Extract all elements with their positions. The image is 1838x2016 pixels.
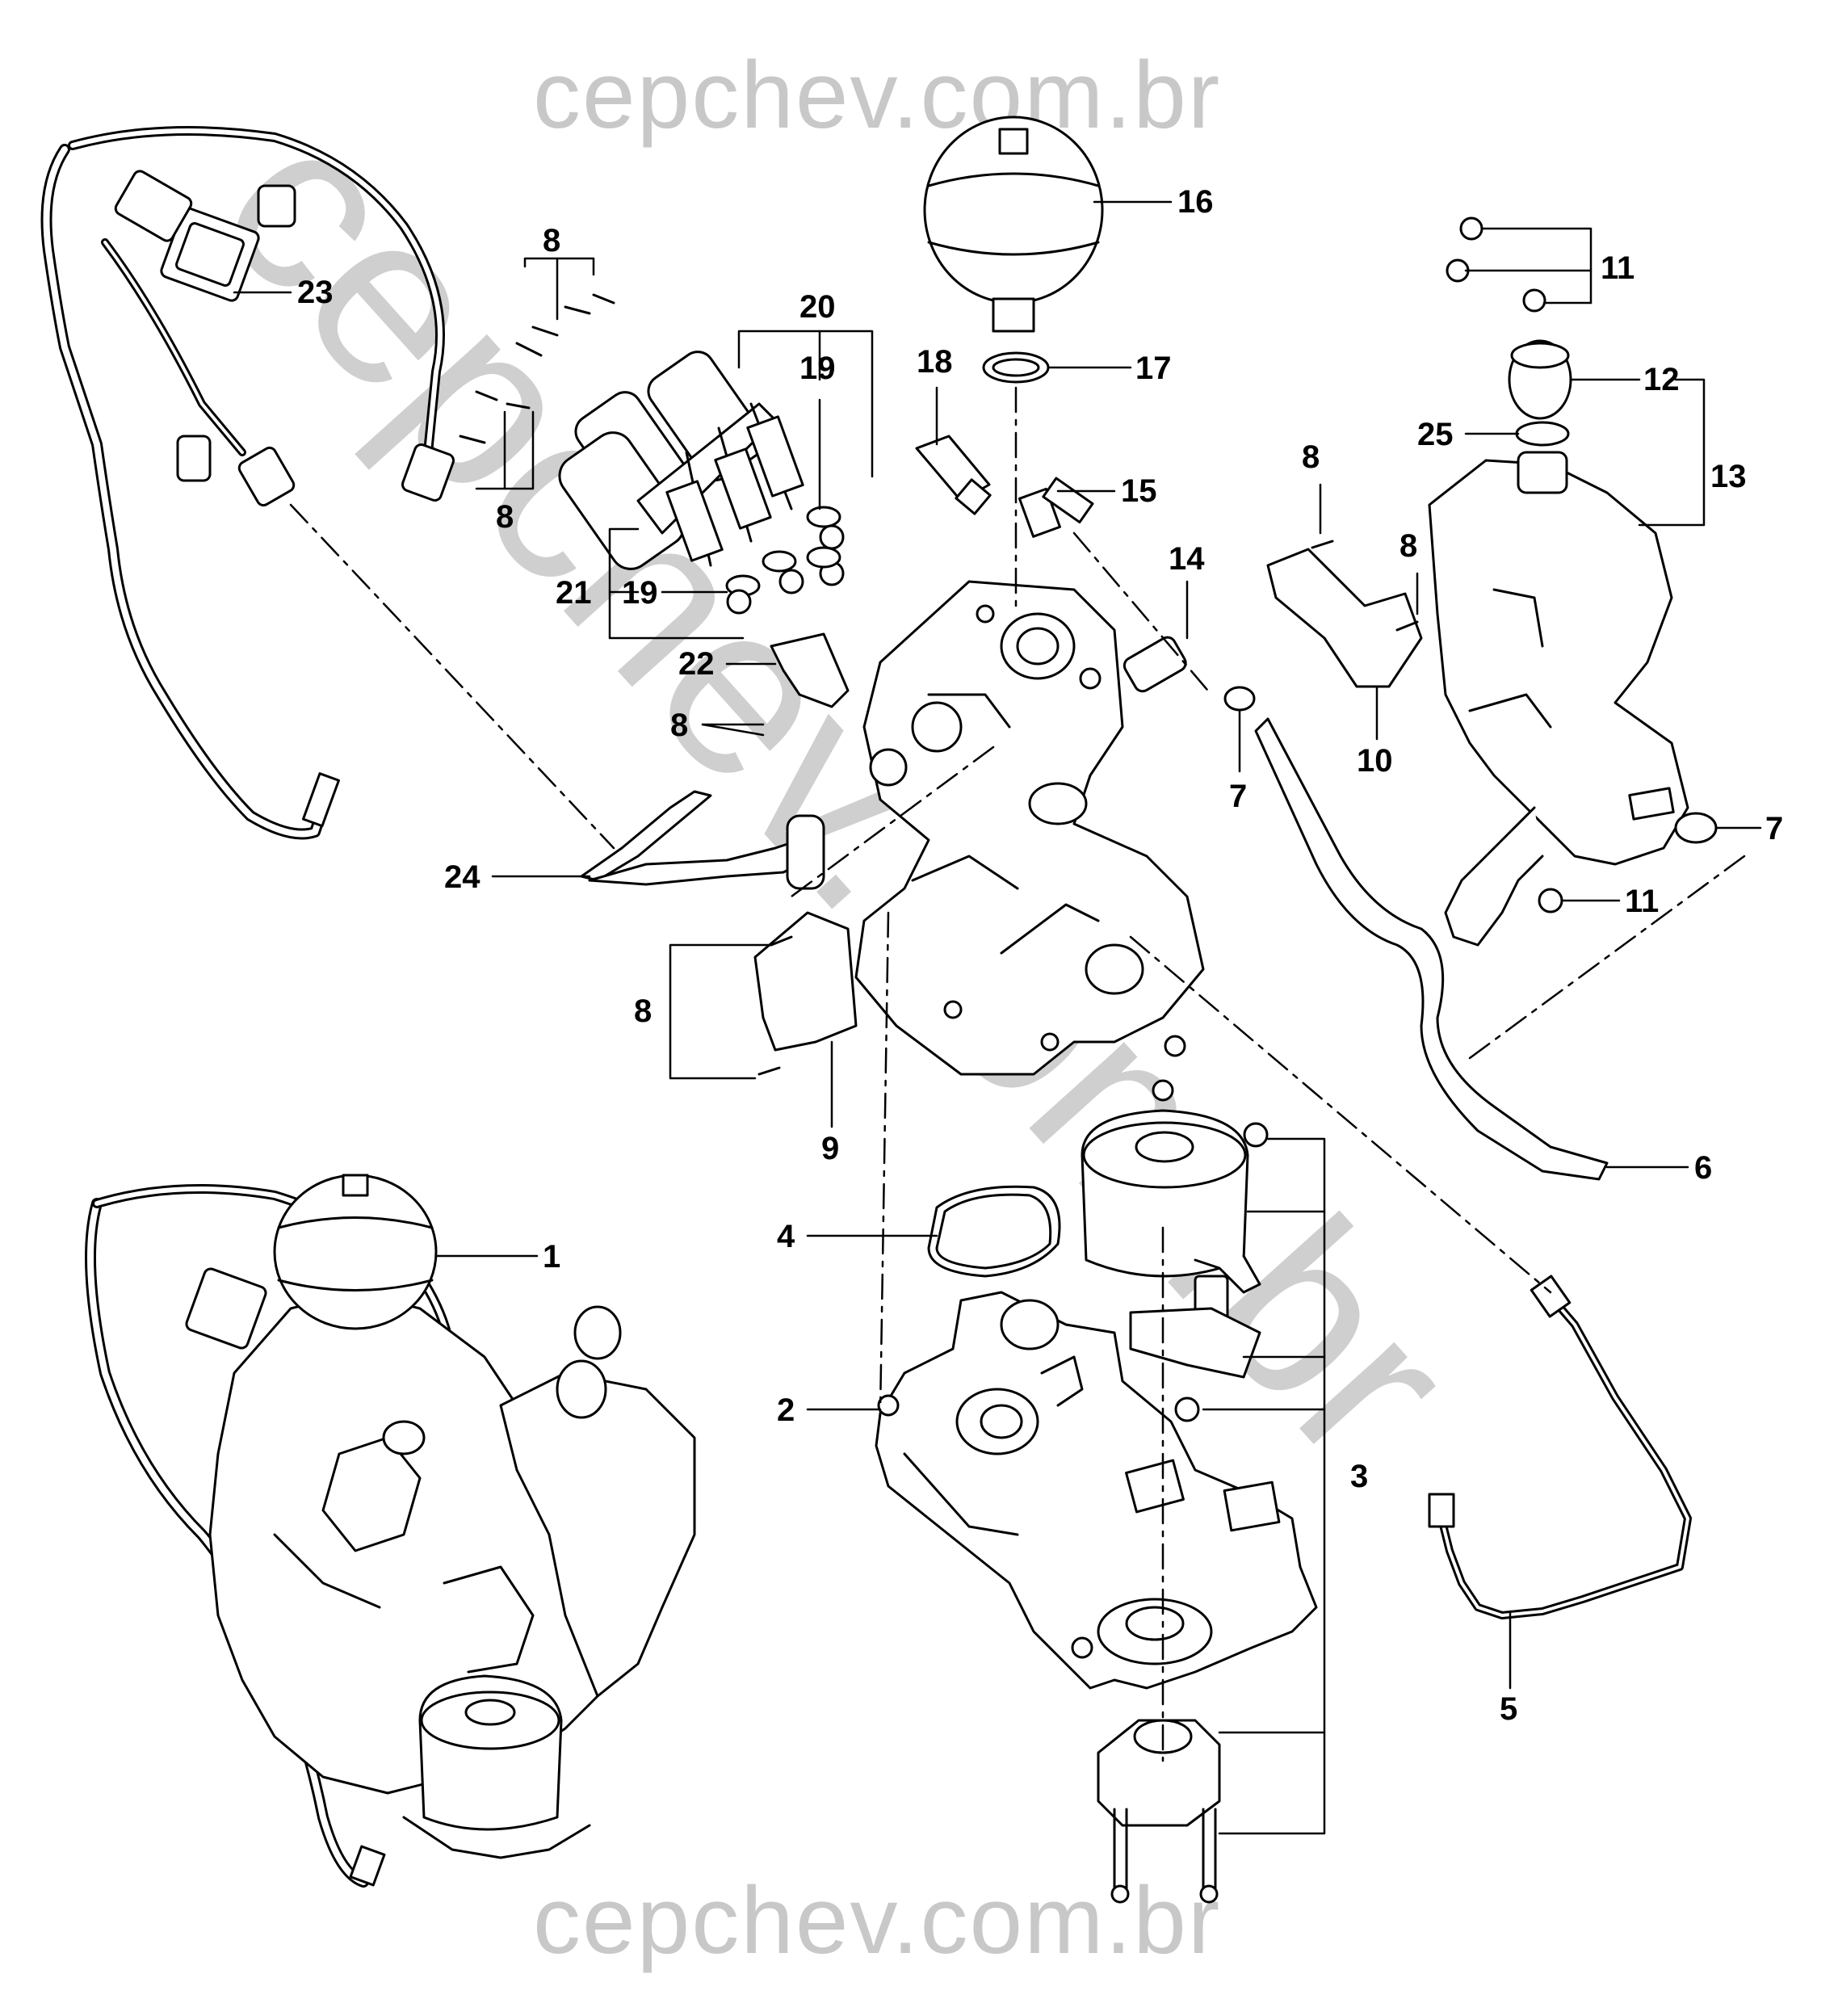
callout-12: 12	[1643, 362, 1680, 397]
hose-part-6	[1254, 717, 1609, 1181]
clip-part-7-upper	[1223, 686, 1256, 712]
callout-8-lower: 8	[634, 993, 653, 1029]
callout-18: 18	[917, 344, 953, 380]
callout-7-upper: 7	[1229, 779, 1248, 814]
callout-15: 15	[1121, 473, 1157, 509]
hydraulic-unit-body	[854, 580, 1205, 1076]
callout-16: 16	[1177, 184, 1214, 220]
watermark-top: cepchev.com.br	[533, 42, 1222, 149]
callout-8-middle: 8	[670, 708, 689, 743]
bracket-part-9	[753, 911, 858, 1052]
callout-17: 17	[1135, 351, 1172, 386]
callout-19-upper: 19	[799, 351, 836, 386]
callout-11-lower: 11	[1625, 884, 1660, 919]
wiring-harness-part-23	[40, 126, 455, 840]
callout-5: 5	[1500, 1691, 1518, 1727]
solenoid-valve-block	[558, 351, 804, 570]
bracket-part-10	[1266, 548, 1423, 688]
callout-7-right: 7	[1765, 811, 1784, 846]
callout-19-lower: 19	[622, 575, 658, 611]
callout-6: 6	[1694, 1150, 1713, 1186]
callout-9: 9	[821, 1131, 840, 1166]
watermark-bottom: cepchev.com.br	[533, 1867, 1222, 1974]
seal-part-25	[1515, 421, 1570, 447]
leader-lines	[233, 200, 1762, 1835]
callout-8-right: 8	[1399, 528, 1418, 564]
callout-2: 2	[777, 1392, 795, 1428]
fluid-reservoir-part-13	[1428, 451, 1689, 947]
callout-8-top: 8	[543, 223, 561, 258]
callout-4: 4	[777, 1219, 795, 1254]
callout-1: 1	[543, 1239, 561, 1275]
clamp-part-7-lower	[1674, 812, 1718, 844]
callout-11-top: 11	[1601, 250, 1635, 286]
sensor-part-14	[1123, 636, 1187, 693]
callout-22: 22	[678, 646, 715, 682]
seals-springs-19	[725, 506, 845, 615]
complete-assembly-part-1	[85, 1174, 696, 1888]
pump-housing-part-2	[875, 1291, 1318, 1690]
callout-14: 14	[1169, 541, 1205, 577]
centerlines	[289, 386, 1746, 1762]
callout-13: 13	[1710, 459, 1747, 494]
elbow-fitting-part-15	[1018, 477, 1094, 538]
reservoir-cap-part-12	[1508, 339, 1572, 420]
gasket-part-4	[927, 1185, 1061, 1278]
screws-part-11	[1446, 216, 1563, 914]
pressure-sensor-part-18	[915, 435, 992, 515]
callout-3: 3	[1350, 1459, 1369, 1494]
callout-20: 20	[799, 289, 836, 325]
callout-24: 24	[444, 859, 480, 895]
accumulator-sphere-part	[923, 116, 1104, 333]
connector-block-part-3	[1097, 1719, 1221, 1904]
screws-part-8-top	[459, 293, 615, 444]
callout-21: 21	[556, 575, 592, 611]
bracket-part-22	[770, 632, 850, 708]
callout-25: 25	[1417, 417, 1454, 452]
pipe-part-24	[580, 790, 712, 882]
callout-8-solenoid: 8	[496, 499, 514, 535]
callout-10: 10	[1357, 743, 1393, 779]
callout-23: 23	[297, 275, 334, 310]
callout-8-bracket10: 8	[1302, 439, 1320, 475]
